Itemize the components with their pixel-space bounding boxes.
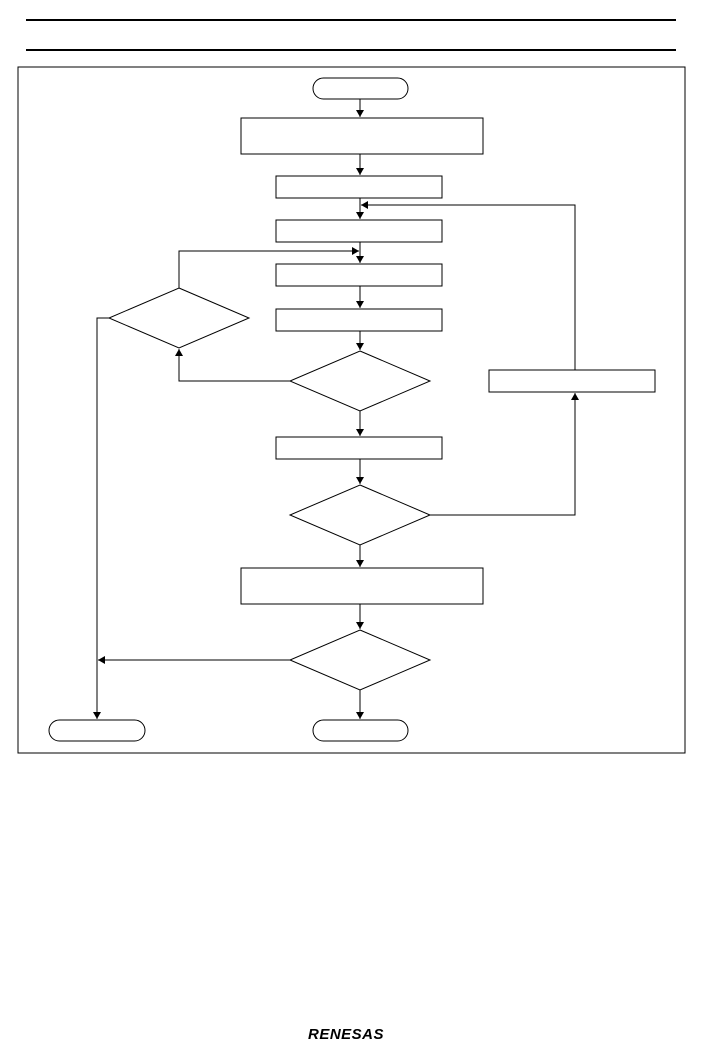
decision-diamond-left <box>107 287 251 349</box>
process-box-2 <box>275 175 443 199</box>
process-box-side <box>488 369 656 393</box>
process-box-3 <box>275 219 443 243</box>
process-box-7 <box>240 567 484 605</box>
end-terminal-error <box>48 719 146 742</box>
connector-next-loop <box>430 393 579 516</box>
start-terminal <box>312 77 409 100</box>
process-box-4 <box>275 263 443 287</box>
diagram-frame <box>17 66 686 754</box>
end-terminal-normal <box>312 719 409 742</box>
process-box-6 <box>275 436 443 460</box>
decision-diamond-2 <box>288 484 432 546</box>
connector-retry-return <box>178 247 359 288</box>
connector-retry-loop <box>175 349 290 382</box>
connector-next-return <box>361 201 576 370</box>
decision-diamond-1 <box>288 350 432 412</box>
header-rule-top <box>26 19 676 21</box>
header-rule-bottom <box>26 49 676 51</box>
svg-text:RENESAS: RENESAS <box>308 1026 384 1043</box>
process-box-5 <box>275 308 443 332</box>
decision-diamond-3 <box>288 629 432 691</box>
connector-error-path <box>93 317 109 719</box>
process-box-1 <box>240 117 484 155</box>
renesas-logo: RENESAS <box>308 1026 384 1043</box>
